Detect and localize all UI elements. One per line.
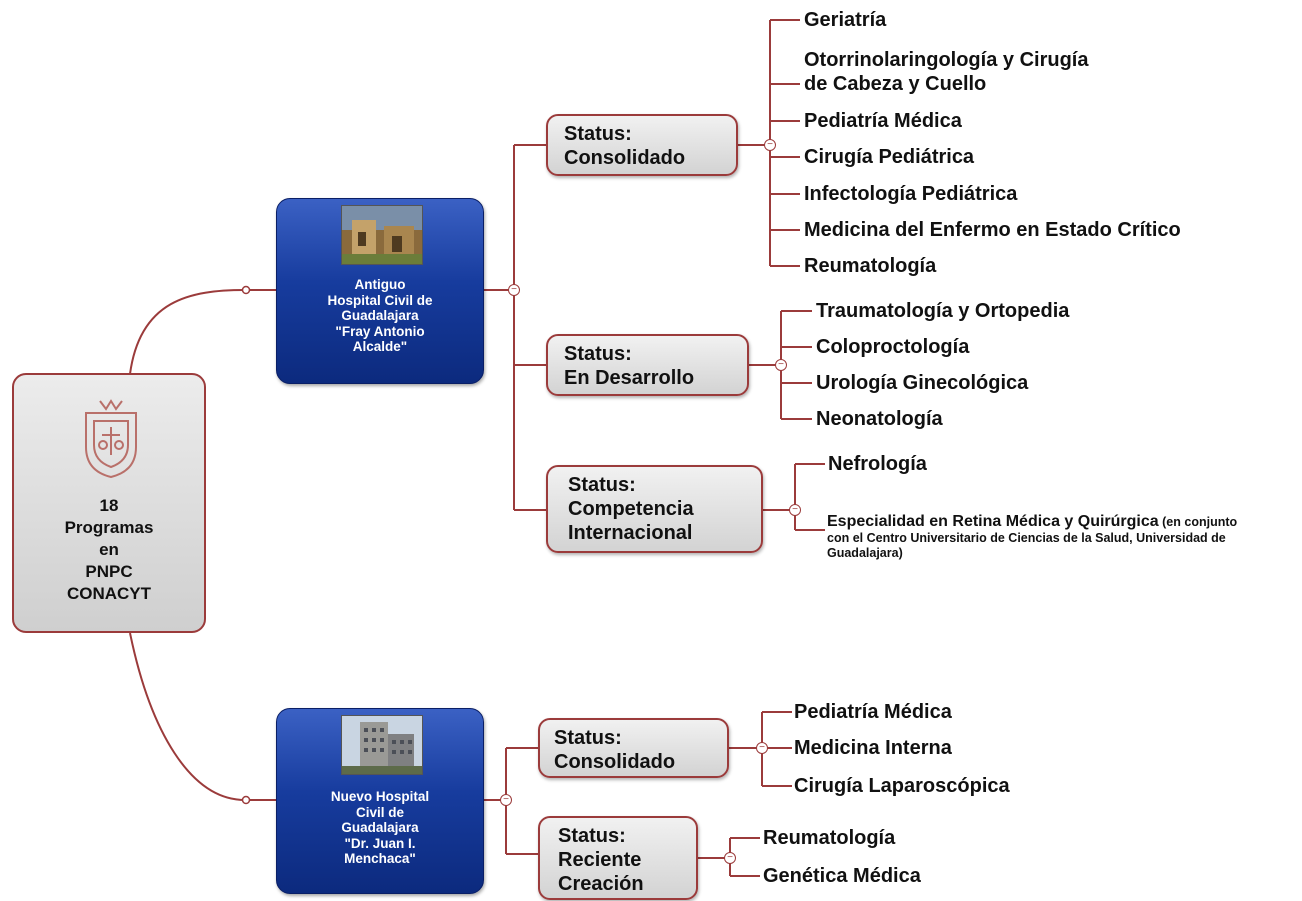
connector-h1-trunk	[484, 145, 515, 510]
program-item[interactable]: Medicina del Enfermo en Estado Crítico	[804, 219, 1181, 241]
status-node-reciente-creacion[interactable]: Status: Reciente Creación	[538, 816, 698, 900]
status-node-competencia-internacional[interactable]: Status: Competencia Internacional	[546, 465, 763, 553]
program-item[interactable]: Reumatología	[804, 255, 937, 277]
root-node[interactable]: 18 Programas en PNPC CONACYT	[12, 373, 206, 633]
program-item[interactable]: Coloproctología	[816, 336, 970, 358]
hospital-node-antiguo[interactable]: Antiguo Hospital Civil de Guadalajara "F…	[276, 198, 484, 384]
program-item[interactable]: Traumatología y Ortopedia	[816, 300, 1070, 322]
program-item[interactable]: Pediatría Médica	[804, 110, 962, 132]
hospital-label: Nuevo Hospital Civil de Guadalajara "Dr.…	[330, 789, 430, 866]
program-item[interactable]: Reumatología	[763, 827, 896, 849]
program-item[interactable]: Otorrinolaringología y Cirugía de Cabeza…	[804, 49, 1089, 95]
status-label: Status: En Desarrollo	[564, 343, 695, 389]
program-item[interactable]: Genética Médica	[763, 865, 921, 887]
collapse-icon[interactable]: −	[789, 504, 801, 516]
program-item[interactable]: Nefrología	[828, 453, 927, 475]
collapse-icon[interactable]: −	[500, 794, 512, 806]
hospital-label: Antiguo Hospital Civil de Guadalajara "F…	[327, 277, 433, 354]
collapse-icon[interactable]: −	[508, 284, 520, 296]
status-label: Status: Reciente Creación	[558, 825, 644, 895]
program-item[interactable]: Neonatología	[816, 408, 943, 430]
old-building-photo	[341, 205, 423, 265]
university-crest-icon	[85, 399, 137, 479]
program-item-retina[interactable]: Especialidad en Retina Médica y Quirúrgi…	[827, 514, 1257, 562]
status-node-en-desarrollo[interactable]: Status: En Desarrollo	[546, 334, 749, 396]
program-item[interactable]: Urología Ginecológica	[816, 372, 1029, 394]
collapse-icon[interactable]: −	[775, 359, 787, 371]
program-item[interactable]: Medicina Interna	[794, 737, 952, 759]
root-label: 18 Programas en PNPC CONACYT	[64, 496, 154, 603]
connector-root-hospital-1	[129, 289, 276, 375]
hospital-node-nuevo[interactable]: Nuevo Hospital Civil de Guadalajara "Dr.…	[276, 708, 484, 894]
program-note-detail: (en conjunto con el Centro Universitario…	[827, 515, 1238, 560]
program-item[interactable]: Geriatría	[804, 9, 887, 31]
program-note-lead: Especialidad en Retina Médica y Quirúrgi…	[827, 513, 1159, 530]
program-item[interactable]: Infectología Pediátrica	[804, 183, 1018, 205]
program-item[interactable]: Cirugía Laparoscópica	[794, 775, 1010, 797]
status-label: Status: Consolidado	[564, 123, 686, 169]
status-label: Status: Consolidado	[554, 727, 676, 773]
status-node-consolidado[interactable]: Status: Consolidado	[546, 114, 738, 176]
collapse-icon[interactable]: −	[756, 742, 768, 754]
connector-s3-trunk	[762, 464, 796, 530]
program-item[interactable]: Pediatría Médica	[794, 701, 952, 723]
collapse-icon[interactable]: −	[764, 139, 776, 151]
collapse-icon[interactable]: −	[724, 852, 736, 864]
program-item[interactable]: Cirugía Pediátrica	[804, 146, 975, 168]
modern-building-photo	[341, 715, 423, 775]
status-node-consolidado[interactable]: Status: Consolidado	[538, 718, 729, 778]
connector-root-hospital-2	[129, 632, 276, 801]
status-label: Status: Competencia Internacional	[568, 474, 694, 544]
